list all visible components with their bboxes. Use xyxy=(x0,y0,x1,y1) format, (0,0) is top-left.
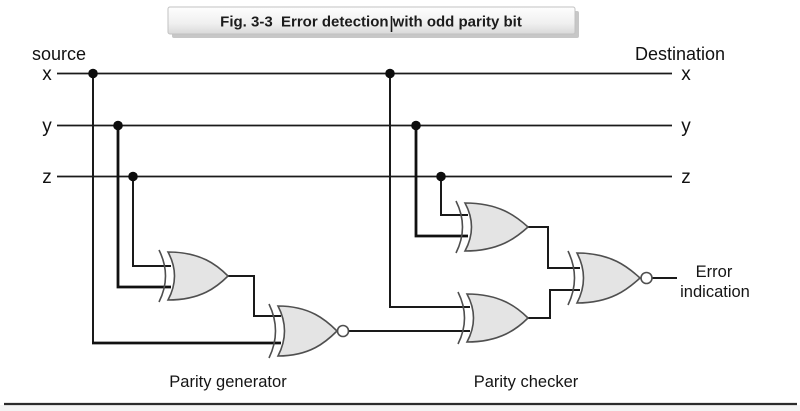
bottom-strip xyxy=(0,405,800,411)
signal-z-right: z xyxy=(681,167,691,188)
error-label-line2: indication xyxy=(680,283,750,301)
wire-xor4-out-to-xnor5-bottom xyxy=(528,289,580,319)
xor-input-arc xyxy=(158,249,167,303)
junction-dot-y-checker xyxy=(411,120,421,131)
title-banner: Fig. 3-3 Error detection with odd parity… xyxy=(167,6,579,38)
xor-body xyxy=(465,293,530,343)
xor-gate-checker-bottom xyxy=(457,291,530,345)
wire-xor3-out-to-xnor5-top xyxy=(528,226,580,269)
xor-body xyxy=(463,202,530,252)
xor-body xyxy=(575,252,642,304)
signal-rails xyxy=(57,72,672,178)
signal-z-left: z xyxy=(42,167,52,188)
wire-y-to-xor3-bottom xyxy=(414,125,468,238)
wire-xor1-out-to-xnor-top xyxy=(228,275,281,317)
xor-input-arc xyxy=(567,250,576,306)
xor-input-arc xyxy=(268,303,277,359)
parity-generator-label: Parity generator xyxy=(169,373,287,391)
xor-input-arc xyxy=(455,200,464,254)
xor-input-arc xyxy=(457,291,466,345)
parity-checker-label: Parity checker xyxy=(474,373,579,391)
wire-x-to-xor4-top xyxy=(389,73,470,308)
junction-dot-z-source xyxy=(128,171,138,182)
junction-dot-x-checker xyxy=(385,68,395,79)
wire-z-to-xor1-top xyxy=(132,176,171,267)
error-label-line1: Error xyxy=(696,263,733,281)
junction-dot-y-source xyxy=(113,120,123,131)
signal-y-left: y xyxy=(42,116,52,137)
figure-title: Fig. 3-3 Error detection with odd parity… xyxy=(220,14,522,31)
xor-body xyxy=(276,305,339,357)
xor-gate-generator-1 xyxy=(158,249,230,303)
generator-wires xyxy=(92,73,470,345)
xor-gate-checker-top xyxy=(455,200,530,254)
signal-x-left: x xyxy=(42,64,52,85)
signal-y-right: y xyxy=(681,116,691,137)
junction-dot-x-source xyxy=(88,68,98,79)
xnor-gate-generator-output xyxy=(268,303,350,359)
xor-body xyxy=(166,251,230,301)
checker-wires xyxy=(389,73,677,319)
xnor-gate-error-output xyxy=(567,250,653,306)
wire-z-to-xor3-top xyxy=(440,176,468,216)
junction-dots xyxy=(88,68,446,182)
destination-label: Destination xyxy=(635,44,725,64)
inversion-bubble xyxy=(336,324,350,338)
junction-dot-z-checker xyxy=(436,171,446,182)
wire-y-to-xor1-bottom xyxy=(116,125,171,289)
source-label: source xyxy=(32,44,86,64)
banner-plate xyxy=(167,6,576,35)
inversion-bubble xyxy=(640,271,653,285)
signal-x-right: x xyxy=(681,64,691,85)
